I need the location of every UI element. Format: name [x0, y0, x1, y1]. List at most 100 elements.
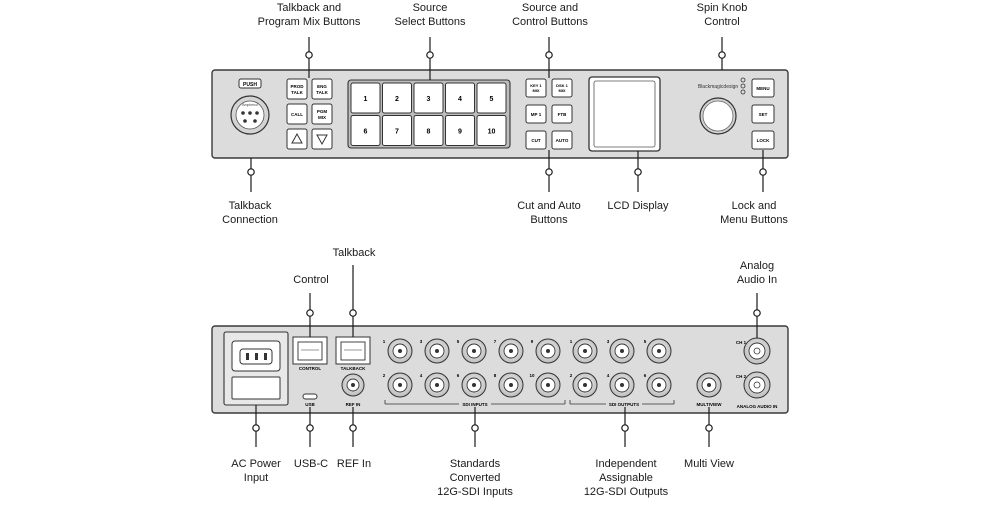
callout-ac-power: AC Power Input: [231, 458, 281, 484]
source-button-label: 2: [395, 96, 399, 103]
sdi-input-connector: [424, 338, 450, 364]
source-button-6[interactable]: [350, 115, 381, 146]
callout-marker: [426, 51, 434, 59]
callout-source-select: Source Select Buttons: [394, 2, 466, 28]
svg-text:TALK: TALK: [291, 90, 303, 95]
spin-knob[interactable]: [699, 97, 737, 135]
source-button-label: 10: [488, 129, 496, 136]
status-led: [740, 83, 746, 89]
source-button-3[interactable]: [413, 82, 444, 114]
down-arrow-button[interactable]: [311, 128, 333, 150]
set-button[interactable]: [751, 104, 775, 124]
analog-audio-in-label: ANALOG AUDIO IN: [737, 404, 778, 409]
callout-source-control: Source and Control Buttons: [512, 2, 588, 28]
svg-text:TALK: TALK: [316, 90, 328, 95]
sdi-input-connector: [461, 338, 487, 364]
source-button-9[interactable]: [445, 115, 475, 146]
control-port: CONTROL: [292, 336, 328, 371]
up-arrow-button[interactable]: [286, 128, 308, 150]
auto-button[interactable]: [551, 130, 573, 150]
usb-port-label: USB: [305, 402, 315, 407]
source-button-8[interactable]: [413, 115, 444, 146]
xlr-brand: Amphenol: [242, 103, 258, 107]
callout-marker: [545, 51, 553, 59]
source-button-4[interactable]: [445, 82, 475, 114]
talkback-xlr-connector: PUSH Amphenol: [230, 78, 270, 135]
sdi-output-connector: [646, 372, 672, 398]
usb-c-port: [302, 393, 318, 400]
control-buttons: KEY 1 MIX DSK 1 MIX MP 1 FTB CUT AUTO: [525, 78, 573, 150]
port-number: 7: [494, 339, 497, 344]
ch1-label: CH 1: [736, 340, 747, 345]
callout-marker: [545, 168, 553, 176]
callout-marker: [718, 51, 726, 59]
callout-multi-view: Multi View: [684, 458, 734, 470]
source-button-label: 3: [427, 96, 431, 103]
callout-assignable-outputs: Independent Assignable 12G-SDI Outputs: [583, 458, 669, 498]
callout-analog-audio-in: Analog Audio In: [736, 260, 778, 286]
mp1-button[interactable]: [525, 104, 547, 124]
callout-marker: [471, 424, 479, 432]
svg-text:MIX: MIX: [558, 88, 565, 93]
source-button-label: 9: [458, 129, 462, 136]
callout-talkback-program-mix: Talkback and Program Mix Buttons: [257, 2, 361, 28]
sdi-input-connector: [498, 372, 524, 398]
callout-marker: [252, 424, 260, 432]
svg-text:MIX: MIX: [532, 88, 539, 93]
port-number: 2: [383, 373, 386, 378]
source-button-2[interactable]: [382, 82, 412, 114]
port-number: 3: [607, 339, 610, 344]
source-button-label: 7: [395, 129, 399, 136]
ac-power-input: [223, 331, 289, 406]
sdi-output-connector: [646, 338, 672, 364]
callout-marker: [305, 51, 313, 59]
callout-marker: [705, 424, 713, 432]
svg-text:MP 1: MP 1: [531, 112, 542, 117]
source-button-7[interactable]: [382, 115, 412, 146]
call-button[interactable]: [286, 103, 308, 125]
source-button-label: 5: [490, 96, 494, 103]
front-leader-lines: [247, 37, 767, 192]
pgm-mix-button[interactable]: [311, 103, 333, 125]
menu-button[interactable]: [751, 78, 775, 98]
status-led: [740, 77, 746, 83]
sdi-input-connector: [535, 372, 561, 398]
prod-talk-button[interactable]: [286, 78, 308, 100]
sdi-input-connector: [387, 372, 413, 398]
port-number: 3: [420, 339, 423, 344]
triangle-up-icon: [291, 132, 303, 144]
svg-text:MIX: MIX: [318, 115, 326, 120]
key1-mix-button[interactable]: [525, 78, 547, 98]
talkback-port-label: TALKBACK: [341, 366, 366, 371]
ftb-button[interactable]: [551, 104, 573, 124]
dsk1-mix-button[interactable]: [551, 78, 573, 98]
eng-talk-button[interactable]: [311, 78, 333, 100]
svg-text:SET: SET: [759, 112, 768, 117]
source-button-label: 1: [364, 96, 368, 103]
label-backdrop: [606, 401, 642, 407]
source-button-5[interactable]: [476, 82, 507, 114]
source-button-10[interactable]: [476, 115, 507, 146]
sdi-inputs-label: SDI INPUTS: [462, 402, 487, 407]
rear-panel: CONTROL TALKBACK USB REF IN 123456789101…: [211, 325, 789, 414]
callout-spin-knob: Spin Knob Control: [696, 2, 748, 28]
source-button-1[interactable]: [350, 82, 381, 114]
port-number: 4: [607, 373, 610, 378]
lock-button[interactable]: [751, 130, 775, 150]
callout-marker: [306, 309, 314, 317]
callout-control: Control: [293, 274, 329, 286]
callout-lock-menu: Lock and Menu Buttons: [720, 200, 788, 226]
svg-text:PROD: PROD: [290, 84, 304, 89]
talkback-buttons: PROD TALK ENG TALK CALL PGM MIX: [286, 78, 333, 150]
port-number: 10: [529, 373, 535, 378]
callout-marker: [247, 168, 255, 176]
cut-button[interactable]: [525, 130, 547, 150]
callout-marker: [306, 424, 314, 432]
sdi-output-connector: [572, 372, 598, 398]
control-port-label: CONTROL: [299, 366, 321, 371]
port-number: 8: [494, 373, 497, 378]
sdi-input-connector: [424, 372, 450, 398]
svg-text:FTB: FTB: [558, 112, 567, 117]
